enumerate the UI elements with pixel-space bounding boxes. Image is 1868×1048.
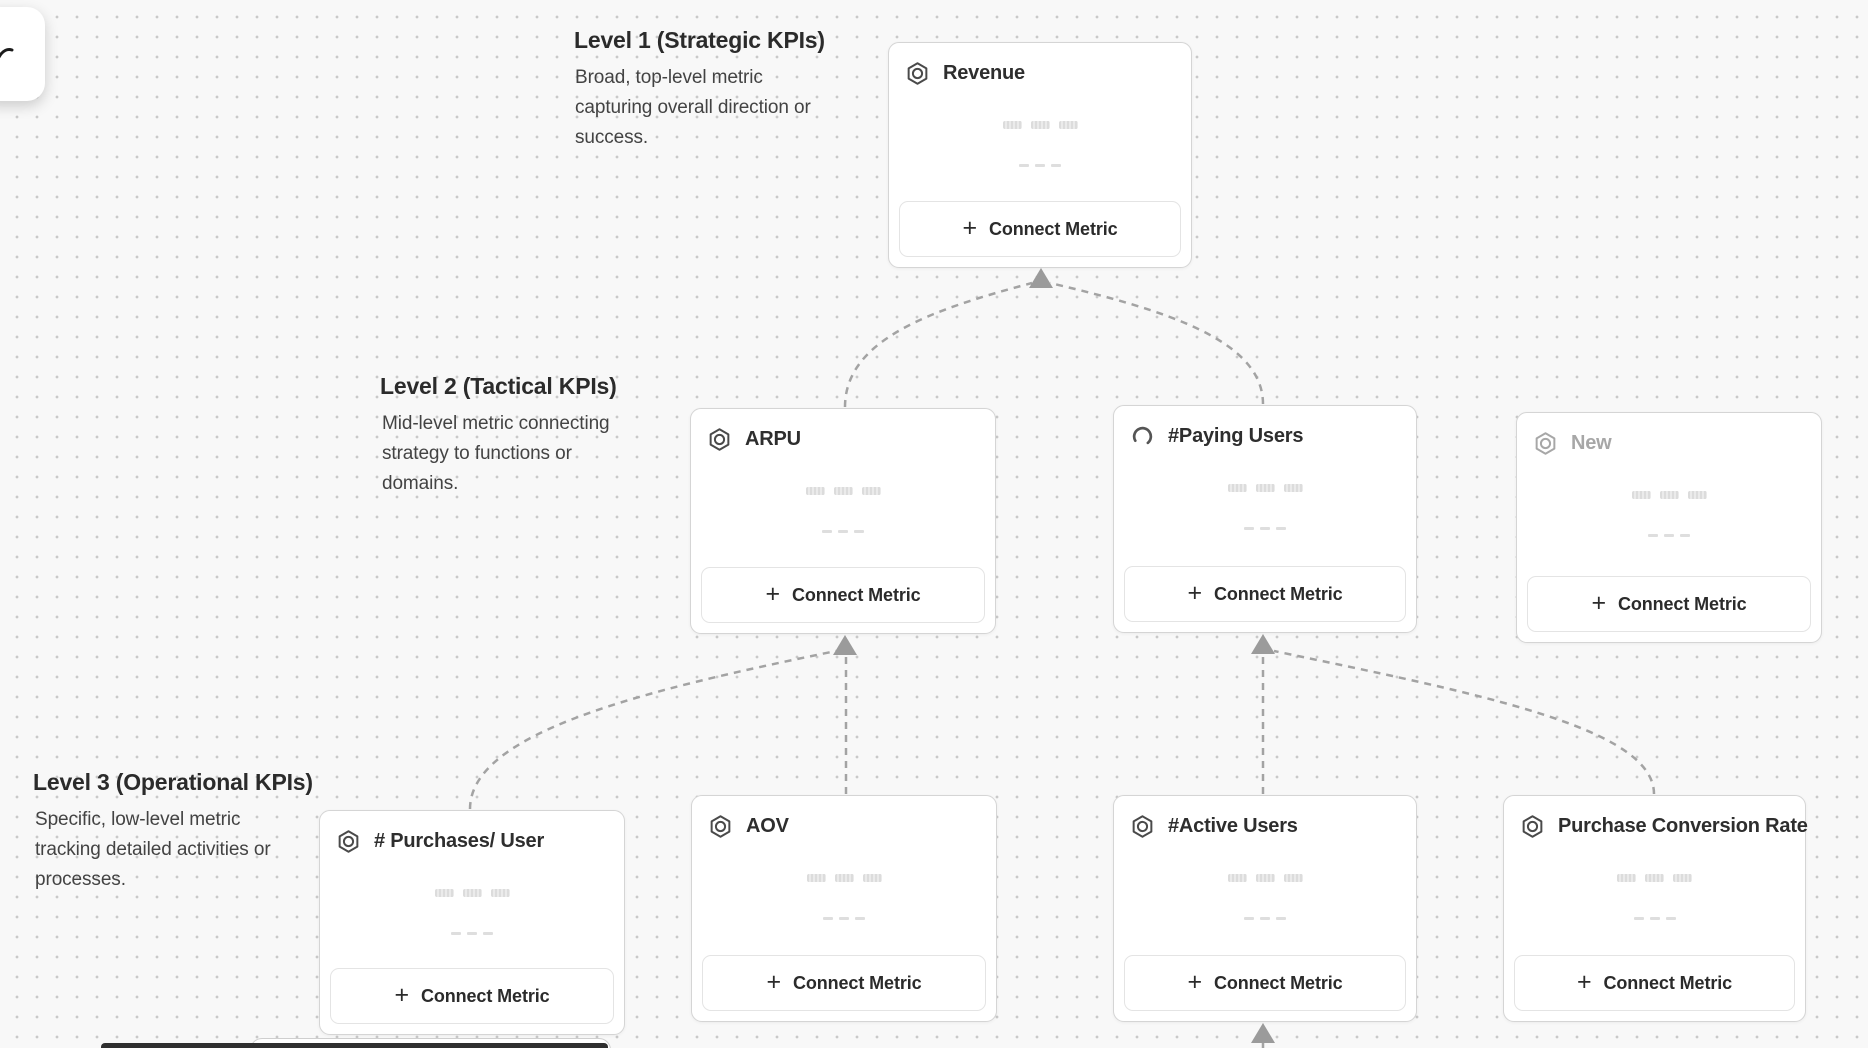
metric-card-revenue[interactable]: Revenue + Connect Metric bbox=[888, 42, 1192, 268]
metric-hexagon-icon bbox=[1520, 814, 1545, 839]
connect-metric-button[interactable]: + Connect Metric bbox=[702, 955, 986, 1011]
metric-card-title: #Paying Users bbox=[1168, 425, 1304, 447]
connect-metric-label: Connect Metric bbox=[1617, 593, 1747, 614]
metric-card-arpu[interactable]: ARPU + Connect Metric bbox=[690, 408, 996, 634]
connect-metric-label: Connect Metric bbox=[1603, 972, 1733, 993]
connect-metric-button[interactable]: + Connect Metric bbox=[1527, 576, 1811, 632]
skeleton-bars bbox=[1114, 484, 1416, 492]
skeleton-dashes bbox=[1114, 527, 1416, 530]
metric-card-paying-users[interactable]: #Paying Users + Connect Metric bbox=[1113, 405, 1417, 633]
connector-pcr-to-payingusers bbox=[1273, 649, 1656, 795]
metric-hexagon-icon bbox=[708, 814, 733, 839]
metric-card-aov[interactable]: AOV + Connect Metric bbox=[691, 795, 997, 1022]
loading-spinner-icon bbox=[1130, 424, 1155, 449]
connect-metric-label: Connect Metric bbox=[1213, 583, 1343, 604]
arrowhead-into-activeusers bbox=[1251, 1023, 1275, 1043]
skeleton-bars bbox=[320, 889, 624, 897]
selection-toolbar-partial[interactable] bbox=[101, 1043, 608, 1048]
metric-hexagon-icon bbox=[1130, 814, 1155, 839]
metric-card-title: ARPU bbox=[745, 428, 801, 450]
connect-metric-label: Connect Metric bbox=[1213, 972, 1343, 993]
connect-metric-button[interactable]: + Connect Metric bbox=[1124, 566, 1406, 622]
level-2-description: Mid-level metric connecting strategy to … bbox=[382, 413, 610, 494]
connect-metric-label: Connect Metric bbox=[988, 218, 1118, 239]
skeleton-bars bbox=[1504, 874, 1805, 882]
metric-hexagon-icon bbox=[707, 427, 732, 452]
corner-panel-partial[interactable] bbox=[0, 7, 45, 101]
level-3-description: Specific, low-level metric tracking deta… bbox=[35, 809, 271, 890]
connect-metric-button[interactable]: + Connect Metric bbox=[330, 968, 614, 1024]
metric-hexagon-icon bbox=[1533, 431, 1558, 456]
connect-metric-button[interactable]: + Connect Metric bbox=[1514, 955, 1795, 1011]
card-header: Purchase Conversion Rate bbox=[1504, 796, 1808, 839]
card-header: AOV bbox=[692, 796, 996, 839]
skeleton-dashes bbox=[1504, 917, 1805, 920]
connect-metric-label: Connect Metric bbox=[792, 972, 922, 993]
connect-metric-label: Connect Metric bbox=[420, 985, 550, 1006]
level-2-title: Level 2 (Tactical KPIs) bbox=[380, 373, 617, 399]
connect-metric-button[interactable]: + Connect Metric bbox=[701, 567, 985, 623]
metric-card-title: Purchase Conversion Rate bbox=[1558, 815, 1808, 837]
level-1-title: Level 1 (Strategic KPIs) bbox=[574, 27, 825, 53]
card-header: New bbox=[1517, 413, 1821, 456]
level-1-description: Broad, top-level metric capturing overal… bbox=[575, 67, 811, 148]
card-header: ARPU bbox=[691, 409, 995, 452]
skeleton-bars bbox=[1517, 491, 1821, 499]
card-header: #Active Users bbox=[1114, 796, 1416, 839]
metric-card-title: New bbox=[1571, 432, 1612, 454]
skeleton-bars bbox=[1114, 874, 1416, 882]
skeleton-bars bbox=[692, 874, 996, 882]
metric-card-purchase-conversion-rate[interactable]: Purchase Conversion Rate + Connect Metri… bbox=[1503, 795, 1808, 1022]
metric-hexagon-icon bbox=[336, 829, 361, 854]
card-header: #Paying Users bbox=[1114, 406, 1416, 449]
metric-card-title: #Active Users bbox=[1168, 815, 1298, 837]
metric-card-title: AOV bbox=[746, 815, 789, 837]
connect-metric-label: Connect Metric bbox=[791, 584, 921, 605]
skeleton-dashes bbox=[692, 917, 996, 920]
level-3-title: Level 3 (Operational KPIs) bbox=[33, 769, 313, 795]
pen-stroke-icon bbox=[0, 47, 14, 59]
skeleton-dashes bbox=[320, 932, 624, 935]
connector-payingusers-to-revenue bbox=[1049, 281, 1265, 405]
connector-purchases-to-arpu bbox=[468, 649, 837, 810]
metric-card-title: # Purchases/ User bbox=[374, 830, 545, 852]
connect-metric-button[interactable]: + Connect Metric bbox=[899, 201, 1181, 257]
metric-hexagon-icon bbox=[905, 61, 930, 86]
metric-card-purchases-per-user[interactable]: # Purchases/ User + Connect Metric bbox=[319, 810, 625, 1035]
skeleton-bars bbox=[889, 121, 1191, 129]
card-header: Revenue bbox=[889, 43, 1191, 86]
arrowhead-into-revenue bbox=[1029, 268, 1053, 288]
skeleton-dashes bbox=[1114, 917, 1416, 920]
arrowhead-into-arpu bbox=[833, 635, 857, 655]
metric-card-title: Revenue bbox=[943, 62, 1025, 84]
arrowhead-into-payingusers bbox=[1251, 634, 1275, 654]
card-header: # Purchases/ User bbox=[320, 811, 624, 854]
skeleton-bars bbox=[691, 487, 995, 495]
skeleton-dashes bbox=[889, 164, 1191, 167]
skeleton-dashes bbox=[1517, 534, 1821, 537]
skeleton-dashes bbox=[691, 530, 995, 533]
metric-card-active-users[interactable]: #Active Users + Connect Metric bbox=[1113, 795, 1417, 1022]
connector-arpu-to-revenue bbox=[843, 281, 1033, 408]
metric-card-new[interactable]: New + Connect Metric bbox=[1516, 412, 1822, 643]
connect-metric-button[interactable]: + Connect Metric bbox=[1124, 955, 1406, 1011]
